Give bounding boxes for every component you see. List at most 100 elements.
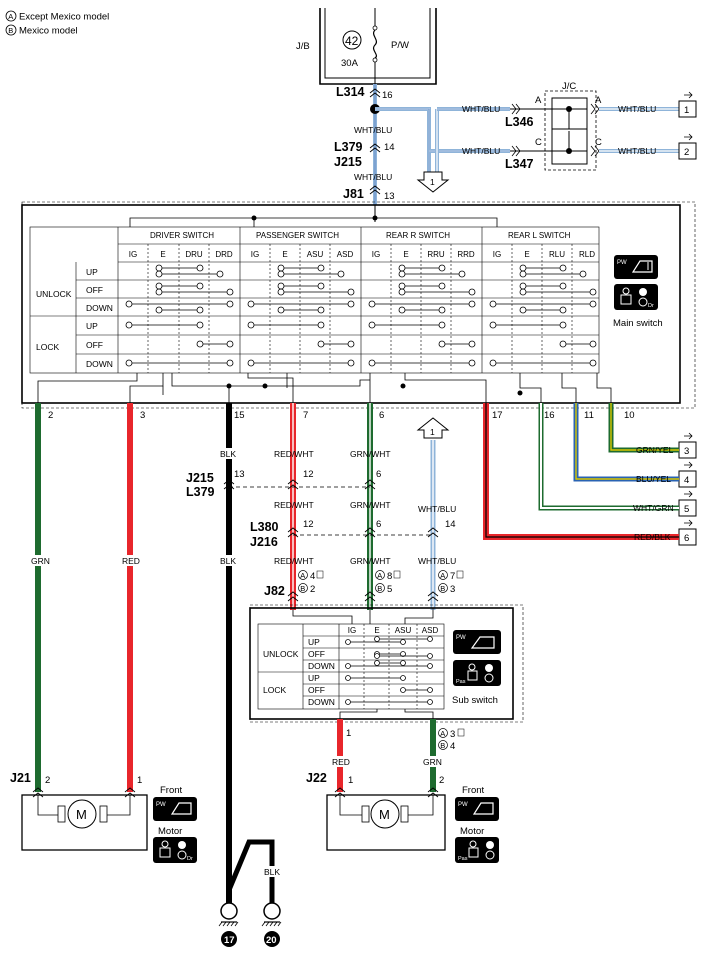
variant-circle bbox=[298, 583, 308, 593]
main-col-header: DRD bbox=[215, 250, 233, 259]
driver-lock-icon: Dr bbox=[614, 284, 658, 310]
main-col-header: RLD bbox=[579, 250, 595, 259]
down-arrow-number: 1 bbox=[430, 177, 435, 187]
contact-point bbox=[559, 282, 567, 290]
svg-text:4: 4 bbox=[450, 741, 455, 752]
svg-text:OFF: OFF bbox=[308, 649, 325, 659]
contact-point bbox=[125, 321, 133, 329]
contact-point bbox=[400, 651, 406, 657]
contact-point bbox=[519, 264, 527, 272]
sub-col-header: ASU bbox=[395, 626, 412, 635]
main-col-header: IG bbox=[129, 250, 137, 259]
contact-point bbox=[398, 270, 406, 278]
main-col-header: ASD bbox=[337, 250, 354, 259]
contact-point bbox=[559, 264, 567, 272]
ground-20: 20 bbox=[266, 935, 277, 946]
variant-circle bbox=[438, 570, 448, 580]
contact-point bbox=[519, 282, 527, 290]
fuse-number: 42 bbox=[345, 34, 359, 48]
svg-text:RED/WHT: RED/WHT bbox=[274, 500, 314, 510]
svg-text:WHT/BLU: WHT/BLU bbox=[418, 556, 456, 566]
svg-text:UP: UP bbox=[308, 673, 320, 683]
variant-letter: A bbox=[300, 571, 305, 580]
svg-text:Dr: Dr bbox=[187, 856, 193, 862]
main-col-header: E bbox=[524, 250, 529, 259]
conn-L380: L380 bbox=[250, 520, 279, 534]
svg-text:Pas: Pas bbox=[458, 856, 468, 862]
variant-box bbox=[456, 570, 464, 579]
contact-point bbox=[427, 687, 433, 693]
svg-text:6: 6 bbox=[379, 410, 384, 421]
wire-labels: GRN RED BLK BLK RED/WHT GRN/WHT RED/WHT … bbox=[30, 445, 674, 566]
variant-circle bbox=[375, 583, 385, 593]
main-col-header: ASU bbox=[307, 250, 324, 259]
variant-pin: 8 bbox=[387, 571, 392, 582]
contact-point bbox=[519, 306, 527, 314]
contact-point bbox=[589, 288, 597, 296]
wire-label-top: WHT/BLU bbox=[354, 125, 392, 135]
conn-L379-lower: L379 bbox=[186, 485, 215, 499]
motor-left-sub: Motor bbox=[158, 826, 182, 837]
contact-point bbox=[400, 639, 406, 645]
svg-text:16: 16 bbox=[544, 410, 555, 421]
contact-point bbox=[438, 340, 446, 348]
variant-circle bbox=[298, 570, 308, 580]
main-col-header: RLU bbox=[549, 250, 565, 259]
svg-text:4: 4 bbox=[684, 475, 689, 486]
contact-point bbox=[374, 660, 380, 666]
sub-col-header: ASD bbox=[422, 626, 439, 635]
terminal-6: 6 bbox=[678, 519, 697, 546]
conn-L314: L314 bbox=[336, 85, 365, 99]
svg-text:10: 10 bbox=[624, 410, 635, 421]
sub-switch-table bbox=[257, 623, 445, 710]
contact-point bbox=[589, 340, 597, 348]
terminal-5: 5 bbox=[678, 490, 697, 517]
conn-L346: L346 bbox=[505, 115, 534, 129]
contact-point bbox=[398, 288, 406, 296]
svg-text:BLU/YEL: BLU/YEL bbox=[636, 474, 671, 484]
pw-icon: PW bbox=[614, 255, 658, 279]
svg-text:PW: PW bbox=[156, 802, 166, 808]
main-col-header: E bbox=[403, 250, 408, 259]
svg-text:DOWN: DOWN bbox=[308, 697, 335, 707]
arrow-right-icon bbox=[684, 490, 693, 498]
top-wht-blu-trunk: L314 16 WHT/BLU L379 J215 14 WHT/BLU J81… bbox=[334, 84, 510, 205]
main-col-header: IG bbox=[372, 250, 380, 259]
sub-mode-lock: LOCK bbox=[263, 685, 286, 695]
contact-point bbox=[155, 282, 163, 290]
svg-text:PW: PW bbox=[456, 635, 466, 641]
contact-point bbox=[125, 300, 133, 308]
wire-label-out2: WHT/BLU bbox=[618, 146, 656, 156]
motor-right-title: Front bbox=[462, 785, 485, 796]
terminal-1: 1 bbox=[678, 91, 697, 118]
contact-point bbox=[374, 653, 380, 659]
junction-block-label: J/B bbox=[296, 41, 310, 52]
contact-point bbox=[247, 321, 255, 329]
main-col-header: IG bbox=[493, 250, 501, 259]
main-switch-label: Main switch bbox=[613, 318, 663, 329]
down-arrow-icon bbox=[416, 171, 450, 193]
main-col-header: DRU bbox=[185, 250, 203, 259]
svg-text:6: 6 bbox=[376, 519, 381, 530]
variant-letter: A bbox=[377, 571, 382, 580]
conn-L347: L347 bbox=[505, 157, 534, 171]
conn-J216: J216 bbox=[250, 535, 278, 549]
svg-text:BLK: BLK bbox=[220, 449, 236, 459]
svg-text:2: 2 bbox=[684, 147, 689, 158]
contact-point bbox=[345, 699, 351, 705]
svg-text:GRN/WHT: GRN/WHT bbox=[350, 556, 391, 566]
fuse-name: P/W bbox=[391, 40, 409, 51]
pos-lock-down: DOWN bbox=[86, 359, 113, 369]
arrow-right-icon bbox=[684, 91, 693, 99]
pos-lock-up: UP bbox=[86, 321, 98, 331]
main-switch-table bbox=[29, 226, 600, 374]
contact-point bbox=[317, 321, 325, 329]
contact-point bbox=[317, 340, 325, 348]
wire-label-out1: WHT/BLU bbox=[618, 104, 656, 114]
svg-text:RED: RED bbox=[122, 556, 140, 566]
pin-j81: 13 bbox=[384, 191, 395, 202]
svg-text:3: 3 bbox=[140, 410, 145, 421]
